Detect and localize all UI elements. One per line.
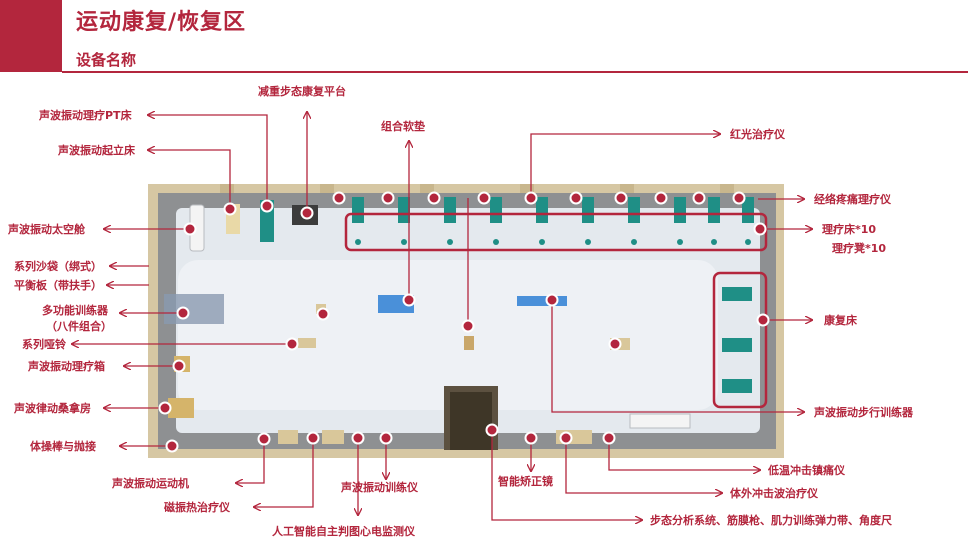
label-therapy-box: 声波振动理疗箱: [27, 359, 105, 373]
label-dumbbell: 系列哑铃: [22, 337, 66, 351]
label-gym-stick: 体操棒与抛接: [30, 439, 96, 453]
label-smart-mirror: 智能矫正镜: [498, 474, 553, 488]
label-therapy-bed: 理疗床*10: [822, 222, 876, 236]
label-shockwave: 体外冲击波治疗仪: [730, 486, 819, 500]
label-sound-trainer: 声波振动训练仪: [340, 480, 419, 494]
label-sandbag: 系列沙袋（绑式）: [14, 259, 102, 273]
label-cryo: 低温冲击镇痛仪: [767, 463, 846, 477]
label-gait-analysis: 步态分析系统、筋膜枪、肌力训练弹力带、角度尺: [650, 513, 892, 527]
label-gait-trainer: 声波振动步行训练器: [813, 405, 914, 419]
label-ecg: 人工智能自主判图心电监测仪: [272, 524, 416, 538]
label-balance-board: 平衡板（带扶手）: [14, 278, 102, 292]
label-sport-machine: 声波振动运动机: [111, 476, 189, 490]
label-red-light: 红光治疗仪: [730, 127, 786, 141]
label-soft-mat: 组合软垫: [381, 119, 425, 133]
label-therapy-stool: 理疗凳*10: [832, 241, 886, 255]
page-title: 运动康复/恢复区: [76, 10, 247, 35]
equipment-labels: 声波振动理疗PT床 声波振动起立床 声波振动太空舱 系列沙袋（绑式） 平衡板（带…: [7, 84, 914, 538]
label-weight-platform: 减重步态康复平台: [258, 84, 346, 98]
page-subtitle: 设备名称: [76, 51, 137, 69]
label-stand-bed: 声波振动起立床: [57, 143, 136, 157]
label-sauna: 声波律动桑拿房: [13, 401, 91, 415]
label-meridian: 经络疼痛理疗仪: [814, 192, 892, 206]
label-space-capsule: 声波振动太空舱: [7, 222, 86, 236]
label-pt-bed: 声波振动理疗PT床: [38, 108, 133, 122]
label-rehab-bed: 康复床: [824, 313, 858, 327]
therapy-bed-row: [352, 197, 754, 245]
equipment-markers: [158, 191, 770, 453]
label-multi-trainer-sub: （八件组合）: [46, 319, 112, 333]
corner-accent-block: [0, 0, 62, 72]
label-multi-trainer: 多功能训练器: [42, 303, 109, 317]
header-rule: [62, 71, 968, 73]
label-magnetic: 磁振热治疗仪: [164, 500, 231, 514]
